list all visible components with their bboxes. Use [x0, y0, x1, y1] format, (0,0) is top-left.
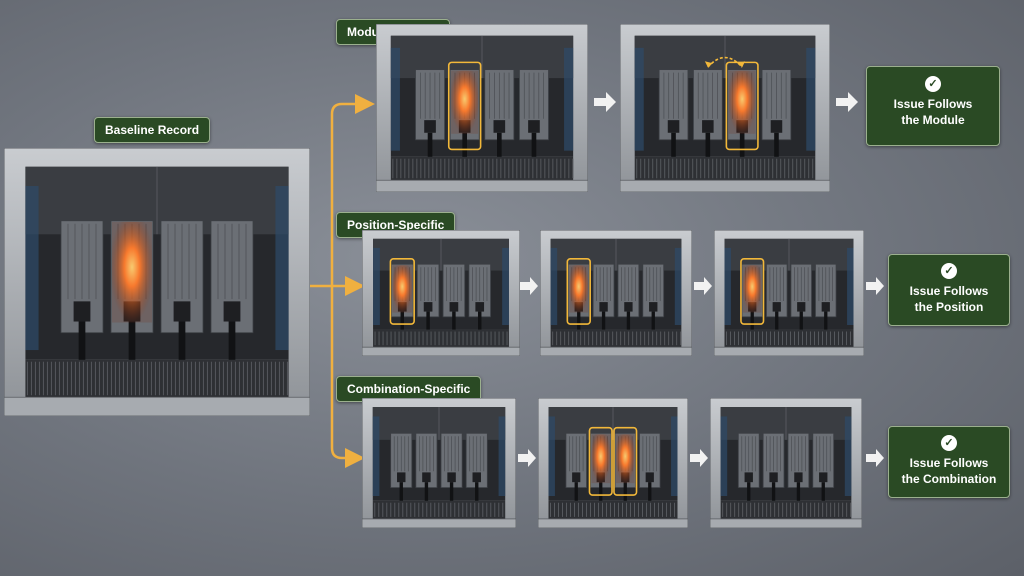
position-step-3-chassis — [713, 229, 865, 357]
baseline-record-text: Baseline Record — [105, 123, 200, 137]
arrow-right-icon — [520, 277, 538, 295]
combination-step-1-chassis — [361, 397, 517, 529]
arrow-right-icon — [518, 449, 536, 467]
combination-step-3-chassis — [709, 397, 863, 529]
combination-specific-text: Combination-Specific — [347, 382, 471, 396]
result-module-line1: Issue Follows — [893, 97, 973, 111]
chassis-drawing — [361, 397, 517, 529]
chassis-drawing — [709, 397, 863, 529]
result-position-line2: the Position — [914, 300, 984, 314]
hot-module-glow — [742, 265, 762, 313]
result-position-card: ✓ Issue Follows the Position — [888, 254, 1010, 326]
arrow-right-icon — [694, 277, 712, 295]
hot-module-glow — [615, 434, 635, 484]
chassis-drawing — [539, 229, 693, 357]
hot-module-glow — [111, 221, 152, 323]
module-step-2-chassis — [619, 23, 831, 193]
connector-combination — [330, 286, 365, 468]
highlight-box — [389, 257, 415, 325]
module-step-1-chassis — [375, 23, 589, 193]
arrow-right-icon — [836, 92, 858, 112]
chassis-drawing — [361, 229, 521, 357]
chassis-drawing — [3, 147, 311, 417]
highlight-box — [588, 426, 613, 496]
arrow-right-icon — [690, 449, 708, 467]
result-module-card: ✓ Issue Follows the Module — [866, 66, 1000, 146]
hot-module-glow — [591, 434, 611, 484]
check-circle-icon: ✓ — [941, 435, 957, 451]
highlight-box — [613, 426, 638, 496]
hot-module-glow — [451, 70, 479, 134]
chassis-drawing — [619, 23, 831, 193]
arrow-right-icon — [594, 92, 616, 112]
hot-module-glow — [728, 70, 756, 134]
check-circle-icon: ✓ — [941, 263, 957, 279]
check-circle-icon: ✓ — [925, 76, 941, 92]
hot-module-glow — [392, 265, 413, 313]
baseline-chassis — [3, 147, 311, 417]
highlight-box — [566, 257, 591, 325]
result-combination-card: ✓ Issue Follows the Combination — [888, 426, 1010, 498]
result-combination-line1: Issue Follows — [909, 456, 989, 470]
combination-step-2-chassis — [537, 397, 689, 529]
hot-module-glow — [569, 265, 589, 313]
chassis-drawing — [537, 397, 689, 529]
chassis-drawing — [713, 229, 865, 357]
arrow-right-icon — [866, 449, 884, 467]
result-combination-line2: the Combination — [901, 472, 997, 486]
chassis-drawing — [375, 23, 589, 193]
arrow-right-icon — [866, 277, 884, 295]
baseline-record-label: Baseline Record — [94, 117, 211, 143]
highlight-box — [740, 257, 765, 325]
connector-module — [330, 94, 375, 286]
result-module-line2: the Module — [901, 113, 965, 127]
position-step-1-chassis — [361, 229, 521, 357]
result-position-line1: Issue Follows — [909, 284, 989, 298]
position-specific-text: Position-Specific — [347, 218, 445, 232]
highlight-box — [447, 61, 482, 151]
position-step-2-chassis — [539, 229, 693, 357]
